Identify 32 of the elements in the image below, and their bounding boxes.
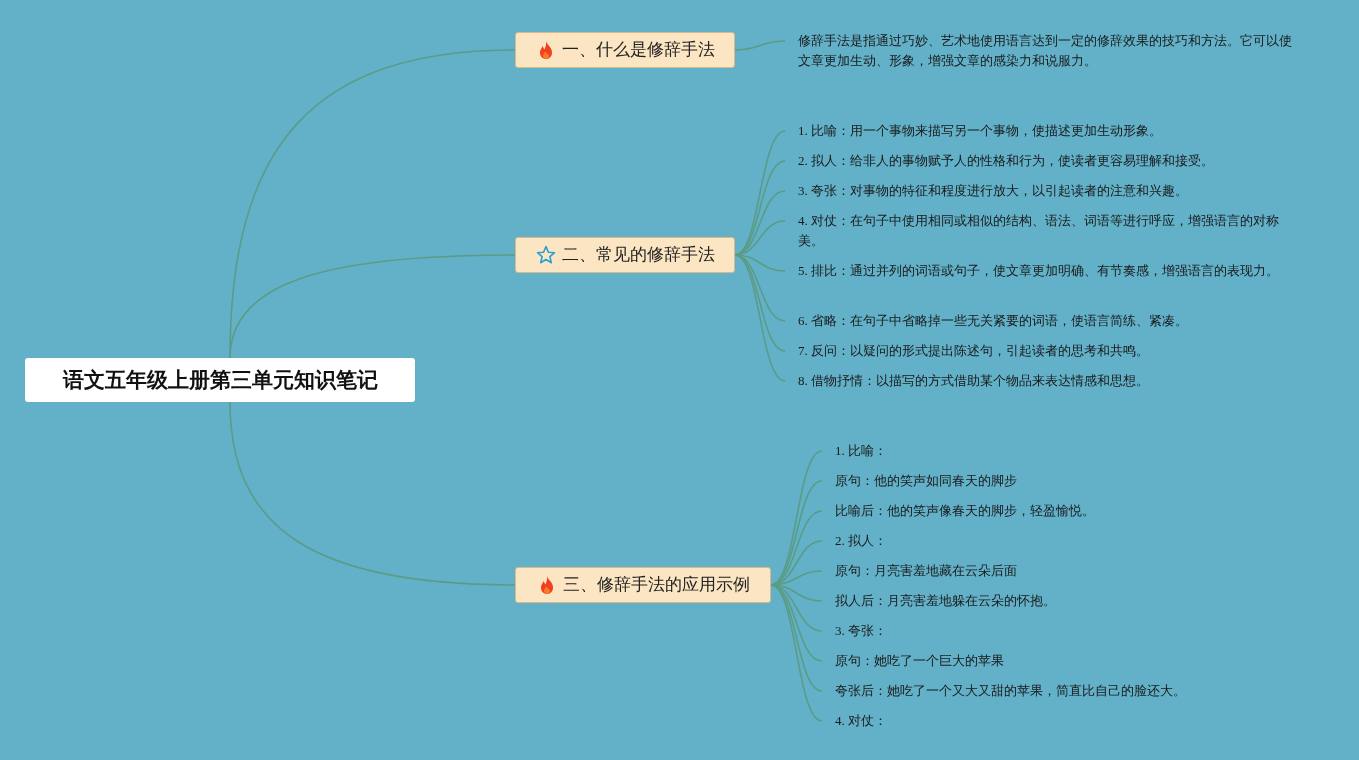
note-text: 6. 省略：在句子中省略掉一些无关紧要的词语，使语言简练、紧凑。	[785, 311, 1300, 331]
topic-text: 三、修辞手法的应用示例	[562, 574, 750, 596]
topic-box	[515, 32, 735, 68]
topic-box	[515, 567, 771, 603]
note-text: 3. 夸张：	[822, 621, 1282, 641]
note-text: 原句：月亮害羞地藏在云朵后面	[822, 561, 1282, 581]
branch-line	[734, 254, 786, 382]
note-text: 3. 夸张：对事物的特征和程度进行放大，以引起读者的注意和兴趣。	[785, 181, 1300, 201]
note-text: 1. 比喻：用一个事物来描写另一个事物，使描述更加生动形象。	[785, 121, 1300, 141]
note-text: 2. 拟人：给非人的事物赋予人的性格和行为，使读者更容易理解和接受。	[785, 151, 1300, 171]
note-text: 夸张后：她吃了一个又大又甜的苹果，简直比自己的脸还大。	[822, 681, 1282, 701]
topic-text: 一、什么是修辞手法	[561, 39, 715, 61]
branch-line	[734, 40, 786, 51]
note-text: 7. 反问：以疑问的形式提出陈述句，引起读者的思考和共鸣。	[785, 341, 1300, 361]
note-text: 2. 拟人：	[822, 531, 1282, 551]
note-text: 4. 对仗：	[822, 711, 1282, 731]
note-text: 拟人后：月亮害羞地躲在云朵的怀抱。	[822, 591, 1282, 611]
note-text: 8. 借物抒情：以描写的方式借助某个物品来表达情感和思想。	[785, 371, 1300, 391]
note-text: 修辞手法是指通过巧妙、艺术地使用语言达到一定的修辞效果的技巧和方法。它可以使文章更加生动、形象，增强文章的感染力和说服力。	[785, 31, 1300, 71]
branch-line	[770, 584, 823, 722]
central-topic-box	[25, 358, 415, 402]
branch-line	[229, 401, 516, 586]
topic-text: 二、常见的修辞手法	[561, 244, 715, 266]
note-text: 比喻后：他的笑声像春天的脚步，轻盈愉悦。	[822, 501, 1282, 521]
note-text: 原句：她吃了一个巨大的苹果	[822, 651, 1282, 671]
note-text: 1. 比喻：	[822, 441, 1282, 461]
note-text: 4. 对仗：在句子中使用相同或相似的结构、语法、词语等进行呼应，增强语言的对称美。	[785, 211, 1300, 251]
note-text: 原句：他的笑声如同春天的脚步	[822, 471, 1282, 491]
topic-box	[515, 237, 735, 273]
note-text: 5. 排比：通过并列的词语或句子，使文章更加明确、有节奏感，增强语言的表现力。	[785, 261, 1300, 301]
branch-line	[229, 254, 516, 359]
title-text: 语文五年级上册第三单元知识笔记	[62, 367, 378, 394]
